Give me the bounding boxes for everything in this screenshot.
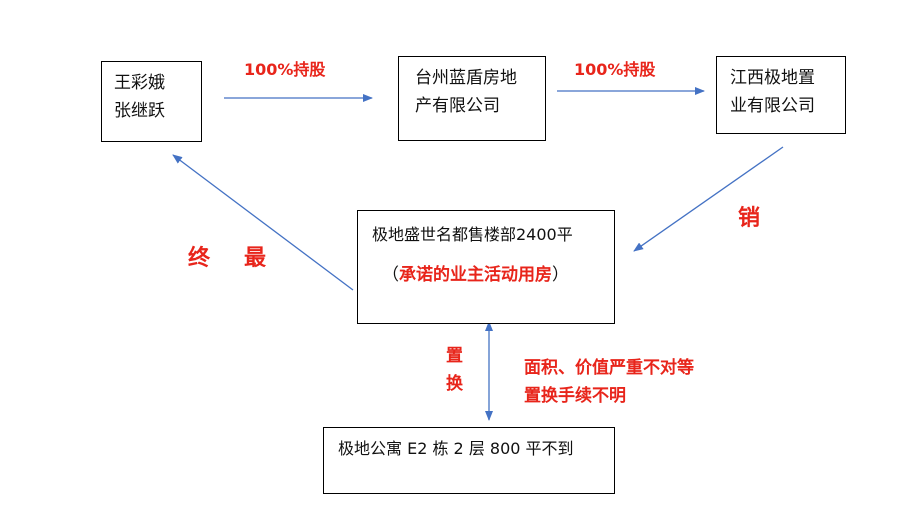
node-people-line2: 张继跃 [114,101,165,121]
node-sales-paren-open: （ [382,265,399,285]
node-jiangxi-line1: 江西极地置 [730,68,815,88]
note-line1: 面积、价值严重不对等 [524,358,694,378]
node-sales-paren-close: ） [552,265,569,285]
node-sales-line1: 极地盛世名都售楼部2400平 [372,225,573,244]
edge-label-swap-a: 置 [446,346,463,366]
node-sales: 极地盛世名都售楼部2400平 （承诺的业主活动用房） [357,210,615,324]
node-taizhou: 台州蓝盾房地 产有限公司 [398,56,546,141]
edge-label-final-a: 终 [188,246,211,271]
node-apartment-line1: 极地公寓 E2 栋 2 层 800 平不到 [338,439,574,458]
edge-label-share1: 100%持股 [244,60,326,79]
node-sales-promise: 承诺的业主活动用房 [399,265,552,285]
arrow-sales-to-people [172,154,354,291]
node-people-line1: 王彩娥 [114,73,165,93]
node-jiangxi-line2: 业有限公司 [730,96,815,116]
edge-label-sell: 销 [738,206,761,231]
arrow-jiangxi-to-sales [633,146,784,252]
node-apartment: 极地公寓 E2 栋 2 层 800 平不到 [323,427,615,494]
node-taizhou-line1: 台州蓝盾房地 [415,68,517,88]
note-line2: 置换手续不明 [524,386,626,406]
edge-label-share2: 100%持股 [574,60,656,79]
edge-label-swap-b: 换 [446,374,463,394]
node-sales-line2: （承诺的业主活动用房） [372,261,614,289]
node-jiangxi: 江西极地置 业有限公司 [716,56,846,134]
node-people: 王彩娥 张继跃 [101,61,202,142]
edge-label-final-b: 最 [244,246,267,271]
node-taizhou-line2: 产有限公司 [415,96,500,116]
